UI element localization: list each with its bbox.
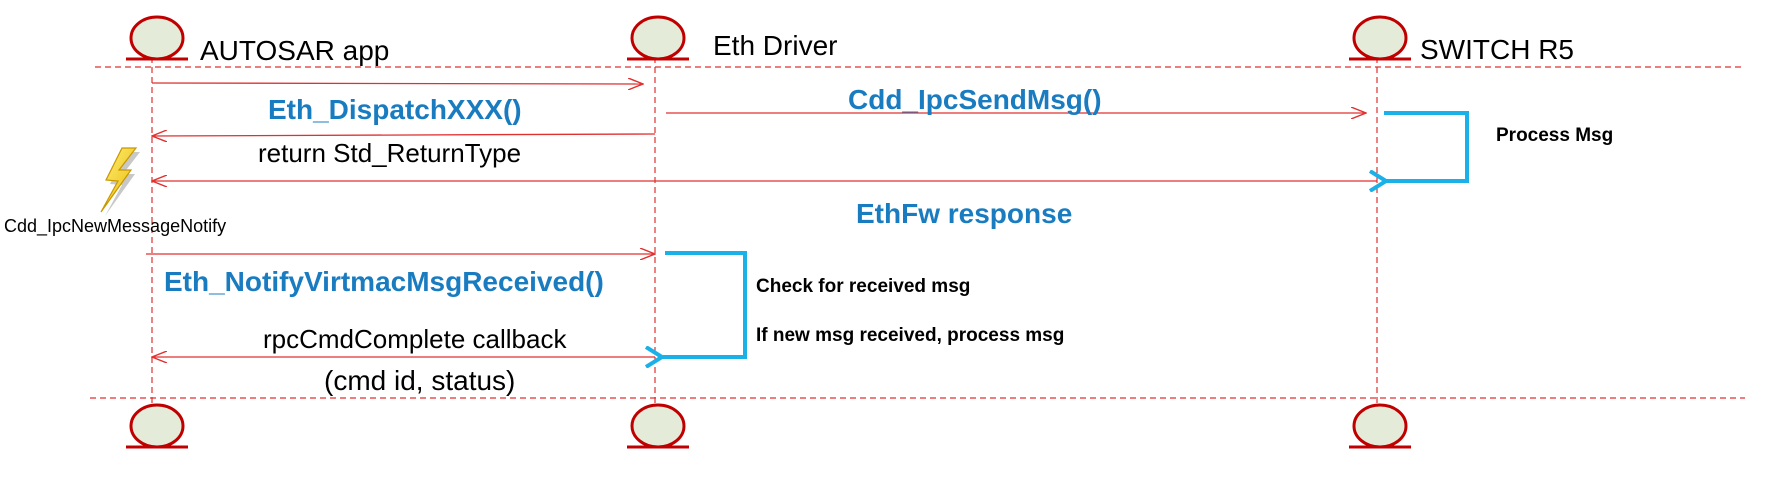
message-label-dispatch: Eth_DispatchXXX() [268,94,522,125]
note-process-msg: Process Msg [1496,125,1614,146]
arrow-return-std-returntype [152,134,656,136]
participant-label-autosar-app: AUTOSAR app [200,35,390,66]
actor-eth-driver-top [630,15,686,61]
actor-autosar-app-top [129,15,185,61]
participant-label-switch-r5: SWITCH R5 [1420,34,1574,65]
event-label-ipc-notify: Cdd_IpcNewMessageNotify [4,216,227,236]
message-label-cmd-status: (cmd id, status) [324,365,516,396]
self-call-check-received [662,251,747,357]
arrow-dispatch-call [151,83,643,84]
actor-switch-r5-top [1352,15,1408,61]
message-label-rpc-callback: rpcCmdComplete callback [263,324,567,354]
participant-label-eth-driver: Eth Driver [713,30,838,61]
lightning-bolt-icon [100,147,140,216]
actor-switch-r5-bottom [1352,403,1408,449]
message-label-ethfw-response: EthFw response [856,198,1073,229]
message-label-ipc-send: Cdd_IpcSendMsg() [848,84,1102,115]
message-label-notify-virtmac: Eth_NotifyVirtmacMsgReceived() [164,266,604,297]
note-check-received: Check for received msg [756,276,971,297]
actor-autosar-app-bottom [129,403,185,449]
actor-eth-driver-bottom [630,403,686,449]
message-label-return-type: return Std_ReturnType [258,138,522,168]
self-call-process-msg [1384,111,1469,181]
note-process-new: If new msg received, process msg [756,325,1065,346]
